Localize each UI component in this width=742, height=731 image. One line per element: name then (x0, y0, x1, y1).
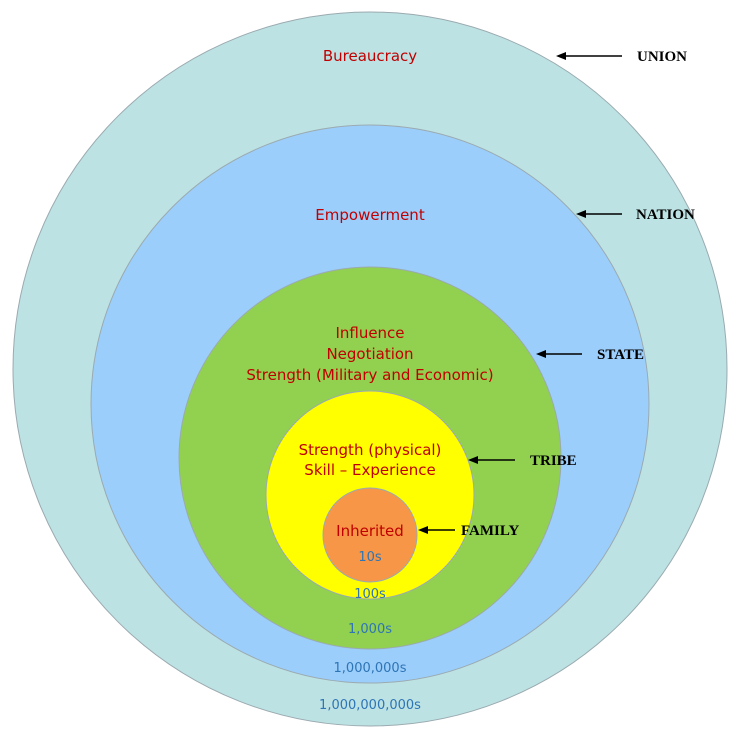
nation-arrow-head (576, 210, 586, 218)
family-circle (322, 487, 418, 583)
state-description: Influence (335, 324, 404, 342)
nation-description: Empowerment (315, 206, 425, 224)
union-arrow-head (556, 52, 566, 60)
union-description: Bureaucracy (323, 47, 417, 65)
union-level-label: UNION (637, 49, 687, 65)
nation-population: 1,000,000s (334, 661, 407, 676)
tribe-description: Skill – Experience (304, 461, 435, 479)
state-population: 1,000s (348, 622, 392, 637)
state-description: Strength (Military and Economic) (246, 366, 493, 384)
family-arrow-head (418, 526, 428, 534)
state-arrow-head (536, 350, 546, 358)
tribe-arrow-head (468, 456, 478, 464)
family-population: 10s (358, 550, 382, 565)
tribe-population: 100s (354, 587, 386, 602)
state-description: Negotiation (326, 345, 413, 363)
tribe-description: Strength (physical) (299, 441, 442, 459)
tribe-level-label: TRIBE (530, 453, 577, 469)
family-level-label: FAMILY (461, 523, 520, 539)
state-level-label: STATE (597, 347, 644, 363)
family-description: Inherited (336, 522, 404, 540)
union-population: 1,000,000,000s (319, 698, 421, 713)
nation-level-label: NATION (636, 207, 695, 223)
